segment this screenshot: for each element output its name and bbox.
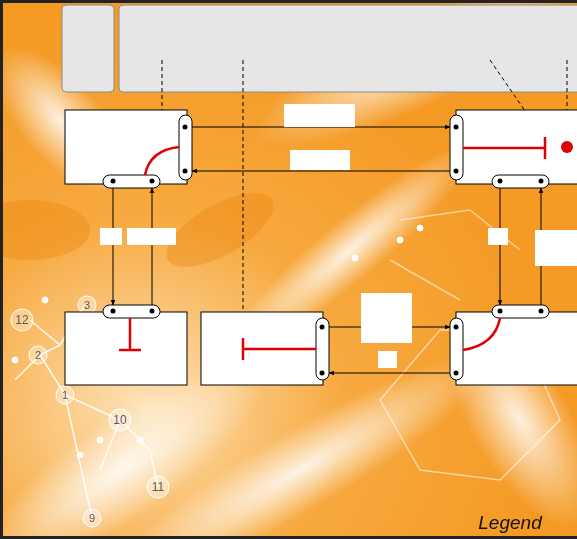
- port-dots: [111, 125, 544, 376]
- internal-links: [119, 137, 545, 360]
- header-box: [62, 5, 114, 92]
- connector-labels: [100, 104, 577, 368]
- component-boxes: [65, 110, 577, 385]
- callout-number: 1: [62, 390, 68, 401]
- legend-heading: Legend: [478, 513, 541, 532]
- illustration-nodes: [11, 225, 423, 527]
- callout-number: 2: [35, 350, 41, 361]
- status-dot: [561, 141, 573, 153]
- header-panel: [119, 5, 577, 92]
- callout-number: 9: [89, 513, 95, 524]
- leader-lines: [162, 60, 567, 348]
- callout-number: 3: [84, 300, 90, 311]
- port-capsules: [103, 115, 549, 380]
- callout-number: 10: [113, 414, 126, 426]
- callout-number: 12: [15, 314, 28, 326]
- callout-number: 11: [152, 481, 164, 493]
